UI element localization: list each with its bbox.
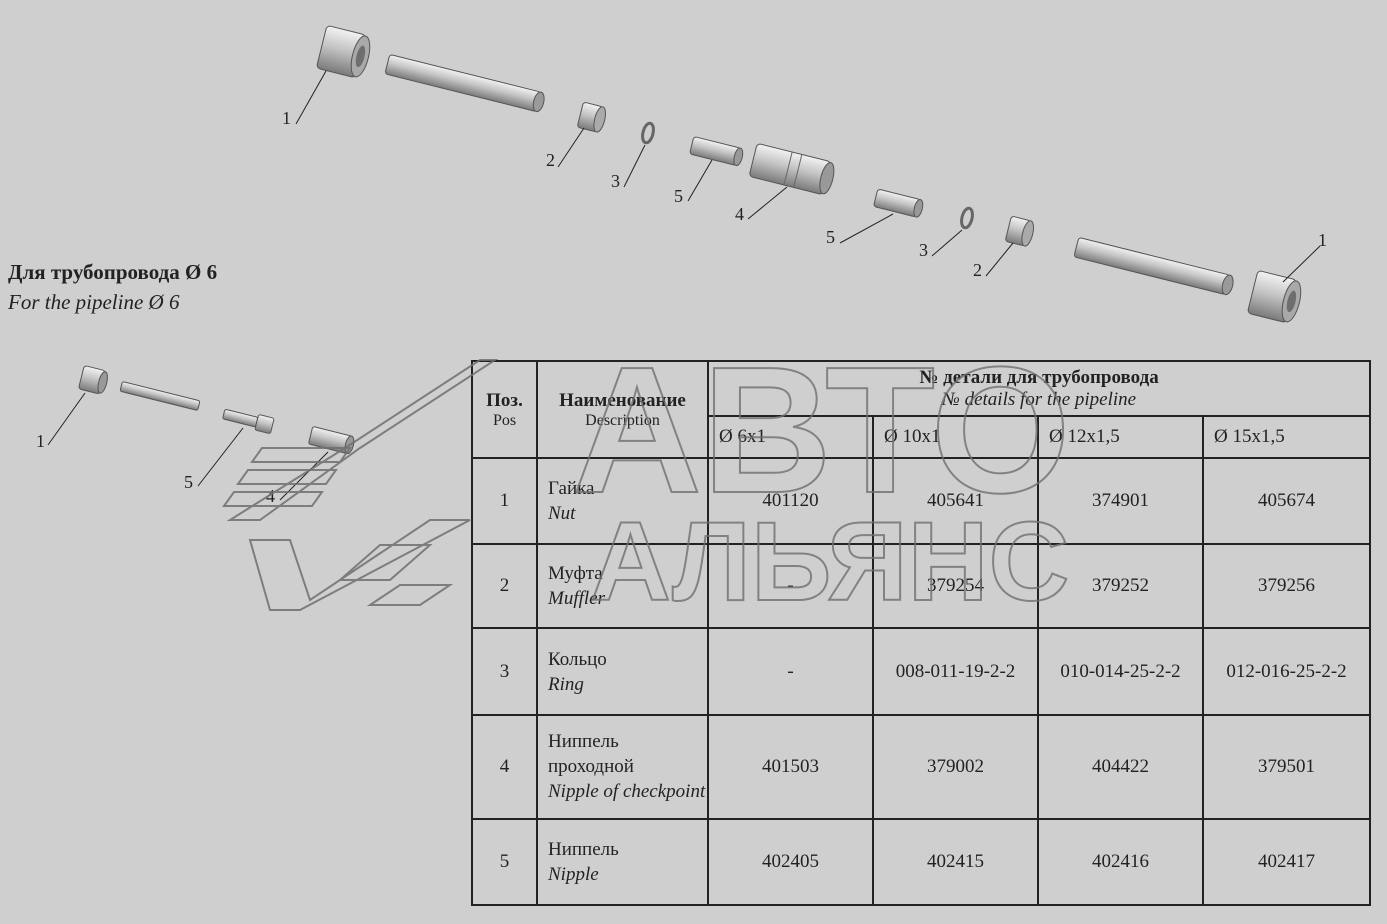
row-value: 402417 <box>1201 817 1372 907</box>
nipple-checkpoint-part-lower <box>308 426 355 455</box>
muffler-part-upper-left <box>577 102 606 133</box>
row-value: 405641 <box>872 457 1039 546</box>
row-value: 404422 <box>1037 713 1204 820</box>
callout-muffler-upper-right: 2 <box>973 260 982 280</box>
row-value: 379254 <box>872 543 1039 630</box>
row-name-ru: Муфта <box>548 563 603 585</box>
callout-nut-upper-right: 1 <box>1318 230 1327 250</box>
callout-muffler-upper-left: 2 <box>546 150 555 170</box>
name-header-ru: Наименование <box>559 390 686 411</box>
row-name-en: Ring <box>548 673 584 695</box>
pos-header-en: Pos <box>492 412 517 429</box>
diameter-header-12x1-5: Ø 12x1,5 <box>1037 415 1204 460</box>
callout-ring-upper-right: 3 <box>919 240 928 260</box>
row-value: 379256 <box>1201 543 1372 630</box>
row-value: 374901 <box>1037 457 1204 546</box>
row-pos: 4 <box>471 713 538 820</box>
nipple-checkpoint-part-upper <box>749 143 835 195</box>
diameter-header-10x1: Ø 10x1 <box>872 415 1039 460</box>
ring-part-upper-left <box>641 121 655 145</box>
row-value: 405674 <box>1201 457 1372 546</box>
callout-nut-upper-left: 1 <box>282 108 291 128</box>
pipe-part-upper-right <box>1074 237 1234 296</box>
row-value: 379252 <box>1037 543 1204 630</box>
row-pos: 2 <box>471 543 538 630</box>
row-value: 401120 <box>707 457 874 546</box>
row-name-ru: Кольцо <box>548 648 607 670</box>
row-value: 402415 <box>872 817 1039 907</box>
row-value: 402405 <box>707 817 874 907</box>
row-name-en: Muffler <box>548 588 605 610</box>
group-header-en: № details for the pipeline <box>941 388 1137 410</box>
muffler-part-upper-right <box>1005 216 1034 247</box>
row-value: 402416 <box>1037 817 1204 907</box>
nipple-part-upper-right <box>873 189 924 218</box>
row-pos: 5 <box>471 817 538 907</box>
callout-nipple-upper-right: 5 <box>826 227 835 247</box>
lower-assembly: 1 5 4 <box>36 365 355 506</box>
subtitle-ru: Для трубопровода Ø 6 <box>8 260 218 284</box>
upper-assembly: 1 2 3 5 4 5 3 2 1 <box>282 25 1327 323</box>
row-value: - <box>707 543 874 630</box>
callout-nut-lower: 1 <box>36 431 45 451</box>
callout-nipple-lower: 5 <box>184 472 193 492</box>
row-value: 008-011-19-2-2 <box>872 627 1039 716</box>
callout-nipple-upper-left: 5 <box>674 186 683 206</box>
row-name-en: Nut <box>548 503 576 525</box>
callout-nipple-checkpoint-upper: 4 <box>735 204 744 224</box>
row-value: 401503 <box>707 713 874 820</box>
row-pos: 1 <box>471 457 538 546</box>
pipe-part-lower <box>119 381 201 411</box>
pos-header-ru: Поз. <box>486 390 523 411</box>
row-value: 010-014-25-2-2 <box>1037 627 1204 716</box>
nut-part-upper-left <box>316 25 371 78</box>
row-value: 379002 <box>872 713 1039 820</box>
diameter-header-6x1: Ø 6x1 <box>707 415 874 460</box>
name-header-en: Description <box>585 412 660 429</box>
row-name-ru: Ниппель <box>548 838 619 860</box>
row-value: 012-016-25-2-2 <box>1201 627 1372 716</box>
part-number-group-header: № детали для трубопровода № details for … <box>706 359 1372 418</box>
nipple-part-upper-left <box>689 136 744 167</box>
row-name-ru: Гайка <box>548 478 595 500</box>
name-header: Наименование Description <box>536 359 709 460</box>
row-name-en: Nipple <box>548 863 599 885</box>
diameter-header-15x1-5: Ø 15x1,5 <box>1201 415 1372 460</box>
group-header-ru: № детали для трубопровода <box>919 366 1159 388</box>
pipe-part-upper-left <box>385 54 545 113</box>
subtitle-en: For the pipeline Ø 6 <box>8 290 180 314</box>
parts-table: Поз. Pos Наименование Description № дета… <box>471 359 1372 907</box>
row-name-ru: Ниппель проходной <box>548 731 634 778</box>
row-value: - <box>707 627 874 716</box>
callout-nipple-checkpoint-lower: 4 <box>266 486 275 506</box>
row-value: 379501 <box>1201 713 1372 820</box>
row-pos: 3 <box>471 627 538 716</box>
nut-part-upper-right <box>1247 270 1302 323</box>
row-name-en: Nipple of checkpoint <box>548 781 706 803</box>
pos-header: Поз. Pos <box>471 359 538 460</box>
callout-ring-upper-left: 3 <box>611 171 620 191</box>
ring-part-upper-right <box>960 206 974 230</box>
nipple-part-lower <box>222 409 275 434</box>
nut-part-lower <box>78 365 108 394</box>
